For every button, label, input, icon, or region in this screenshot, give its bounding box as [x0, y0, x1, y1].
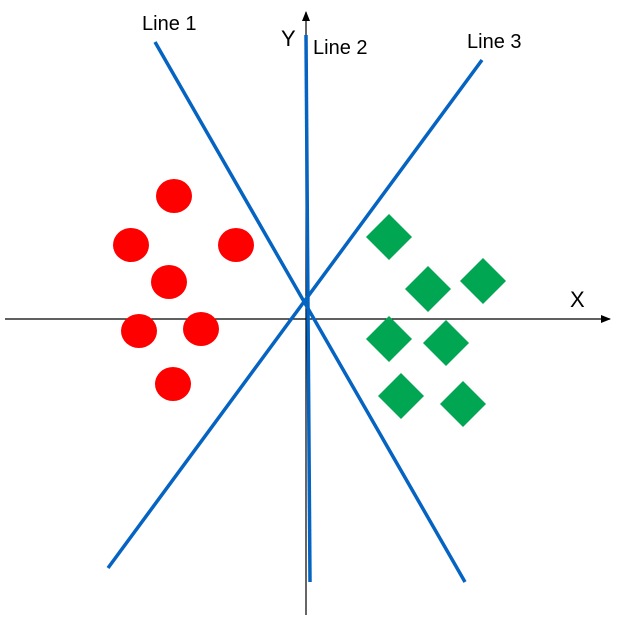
red-circle: [113, 228, 149, 262]
line-3-label: Line 3: [467, 31, 522, 53]
y-axis-label: Y: [281, 26, 296, 51]
green-diamond: [440, 381, 486, 427]
red-circle: [151, 265, 187, 299]
line-2: [304, 34, 312, 583]
green-diamond: [366, 214, 412, 260]
red-circle: [218, 228, 254, 262]
red-circle: [121, 314, 157, 348]
green-diamond: [366, 316, 412, 362]
line-1-label: Line 1: [142, 13, 197, 35]
red-circle: [183, 312, 219, 346]
green-class-points: [366, 214, 506, 427]
red-circle: [156, 179, 192, 213]
red-circle: [155, 367, 191, 401]
green-diamond: [423, 320, 469, 366]
red-class-points: [113, 179, 254, 401]
line-1: [153, 41, 467, 583]
green-diamond: [405, 266, 451, 312]
line-2-label: Line 2: [313, 37, 368, 59]
line-3: [106, 58, 484, 570]
green-diamond: [460, 258, 506, 304]
x-axis-label: X: [570, 287, 585, 312]
green-diamond: [378, 373, 424, 419]
